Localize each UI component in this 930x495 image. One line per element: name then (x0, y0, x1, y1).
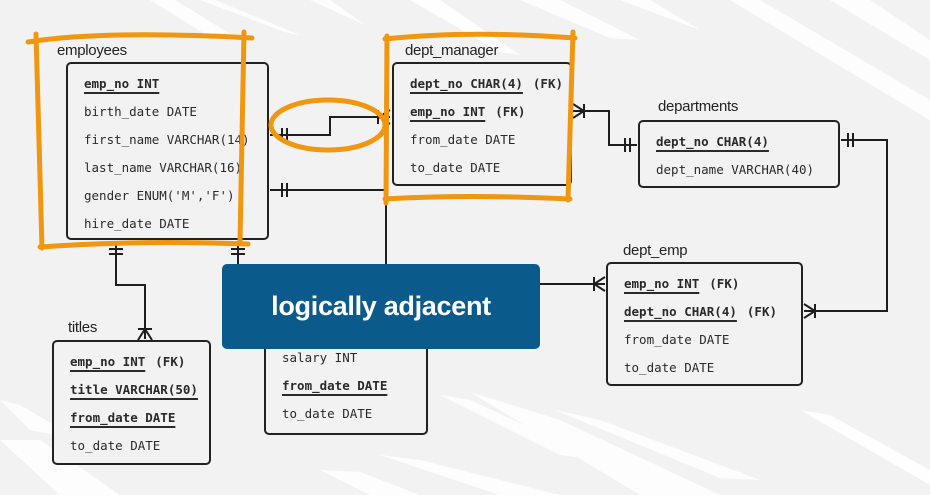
field-row: title VARCHAR(50) (70, 376, 209, 404)
field-row: dept_name VARCHAR(40) (656, 156, 838, 184)
many-marker-icon (137, 327, 153, 341)
field-row: to_date DATE (282, 400, 426, 428)
field-name: from_date DATE (410, 132, 516, 147)
highlight-employees (25, 29, 255, 251)
table-title-titles: titles (68, 319, 98, 336)
table-titles[interactable]: emp_no INT (FK) title VARCHAR(50) from_date… (52, 340, 211, 465)
key-field-name: dept_no CHAR(4) (624, 304, 737, 319)
fk-badge: (FK) (155, 354, 186, 369)
key-field-name: from_date DATE (70, 410, 176, 425)
table-title-dept-manager: dept_manager (405, 42, 499, 59)
table-title-dept-emp: dept_emp (623, 242, 688, 259)
one-marker-icon (847, 133, 854, 147)
logically-adjacent-banner: logically adjacent (222, 264, 540, 349)
field-row: to_date DATE (410, 154, 570, 182)
field-row: emp_no INT (FK) (410, 98, 570, 126)
field-row: dept_no CHAR(4) (656, 128, 838, 156)
field-row: emp_no INT (FK) (624, 270, 801, 298)
field-row: emp_no INT (FK) (70, 348, 209, 376)
field-name: to_date DATE (624, 360, 715, 375)
table-departments[interactable]: dept_no CHAR(4) dept_name VARCHAR(40) (638, 120, 840, 188)
many-marker-icon (803, 303, 817, 319)
rel-departments-dept-manager (573, 110, 637, 146)
field-row: first_name VARCHAR(14) (84, 126, 267, 154)
fk-badge: (FK) (495, 104, 526, 119)
field-name: to_date DATE (410, 160, 501, 175)
field-row: from_date DATE (410, 126, 570, 154)
highlight-dept-manager (382, 29, 578, 206)
field-row: from_date DATE (624, 326, 801, 354)
one-marker-icon (109, 248, 123, 255)
fields: salary INT from_date DATE to_date DATE (282, 344, 426, 428)
field-row: hire_date DATE (84, 210, 267, 238)
fields: emp_no INT (FK) title VARCHAR(50) from_date… (70, 348, 209, 460)
field-name: to_date DATE (282, 406, 373, 421)
field-row: from_date DATE (70, 404, 209, 432)
table-title-departments: departments (658, 98, 739, 115)
field-row: dept_no CHAR(4) (FK) (410, 70, 570, 98)
field-row: from_date DATE (282, 372, 426, 400)
fields: dept_no CHAR(4) dept_name VARCHAR(40) (656, 128, 838, 184)
key-field-name: dept_no CHAR(4) (410, 76, 523, 91)
field-name: to_date DATE (70, 438, 161, 453)
fk-badge: (FK) (709, 276, 740, 291)
table-title-employees: employees (57, 42, 127, 59)
key-field-name: emp_no INT (410, 104, 486, 119)
table-dept-manager[interactable]: dept_no CHAR(4) (FK) emp_no INT (FK) from_da… (392, 62, 572, 186)
field-row: to_date DATE (624, 354, 801, 382)
field-name: hire_date DATE (84, 216, 190, 231)
key-field-name: dept_no CHAR(4) (656, 134, 769, 149)
highlight-relationship-ellipse (268, 97, 388, 153)
field-row: to_date DATE (70, 432, 209, 460)
fields: emp_no INT (FK) dept_no CHAR(4) (FK) from_da… (624, 270, 801, 382)
field-row: salary INT (282, 344, 426, 372)
field-name: gender ENUM('M','F') (84, 188, 235, 203)
field-name: last_name VARCHAR(16) (84, 160, 243, 175)
many-marker-icon (572, 103, 586, 119)
field-row: gender ENUM('M','F') (84, 182, 267, 210)
rel-employees-titles (115, 241, 146, 339)
field-row: dept_no CHAR(4) (FK) (624, 298, 801, 326)
field-row: emp_no INT (84, 70, 267, 98)
fk-badge: (FK) (746, 304, 777, 319)
one-marker-icon (624, 138, 631, 152)
key-field-name: emp_no INT (70, 354, 146, 369)
field-row: last_name VARCHAR(16) (84, 154, 267, 182)
key-field-name: emp_no INT (624, 276, 700, 291)
many-marker-icon (592, 276, 606, 292)
fk-badge: (FK) (532, 76, 563, 91)
field-name: first_name VARCHAR(14) (84, 132, 250, 147)
field-row: birth_date DATE (84, 98, 267, 126)
field-name: dept_name VARCHAR(40) (656, 162, 815, 177)
fields: dept_no CHAR(4) (FK) emp_no INT (FK) from_da… (410, 70, 570, 182)
one-marker-icon (281, 183, 288, 197)
one-marker-icon (231, 248, 245, 255)
field-name: salary INT (282, 350, 358, 365)
key-field-name: emp_no INT (84, 76, 160, 91)
rel-employees-dept-manager (270, 116, 390, 136)
field-name: from_date DATE (624, 332, 730, 347)
table-dept-emp[interactable]: emp_no INT (FK) dept_no CHAR(4) (FK) from_da… (606, 262, 803, 386)
key-field-name: title VARCHAR(50) (70, 382, 198, 397)
key-field-name: from_date DATE (282, 378, 388, 393)
fields: emp_no INT birth_date DATE first_name VARC… (84, 70, 267, 238)
table-employees[interactable]: emp_no INT birth_date DATE first_name VARC… (66, 62, 269, 240)
field-name: birth_date DATE (84, 104, 197, 119)
rel-departments-dept-emp (804, 139, 888, 312)
